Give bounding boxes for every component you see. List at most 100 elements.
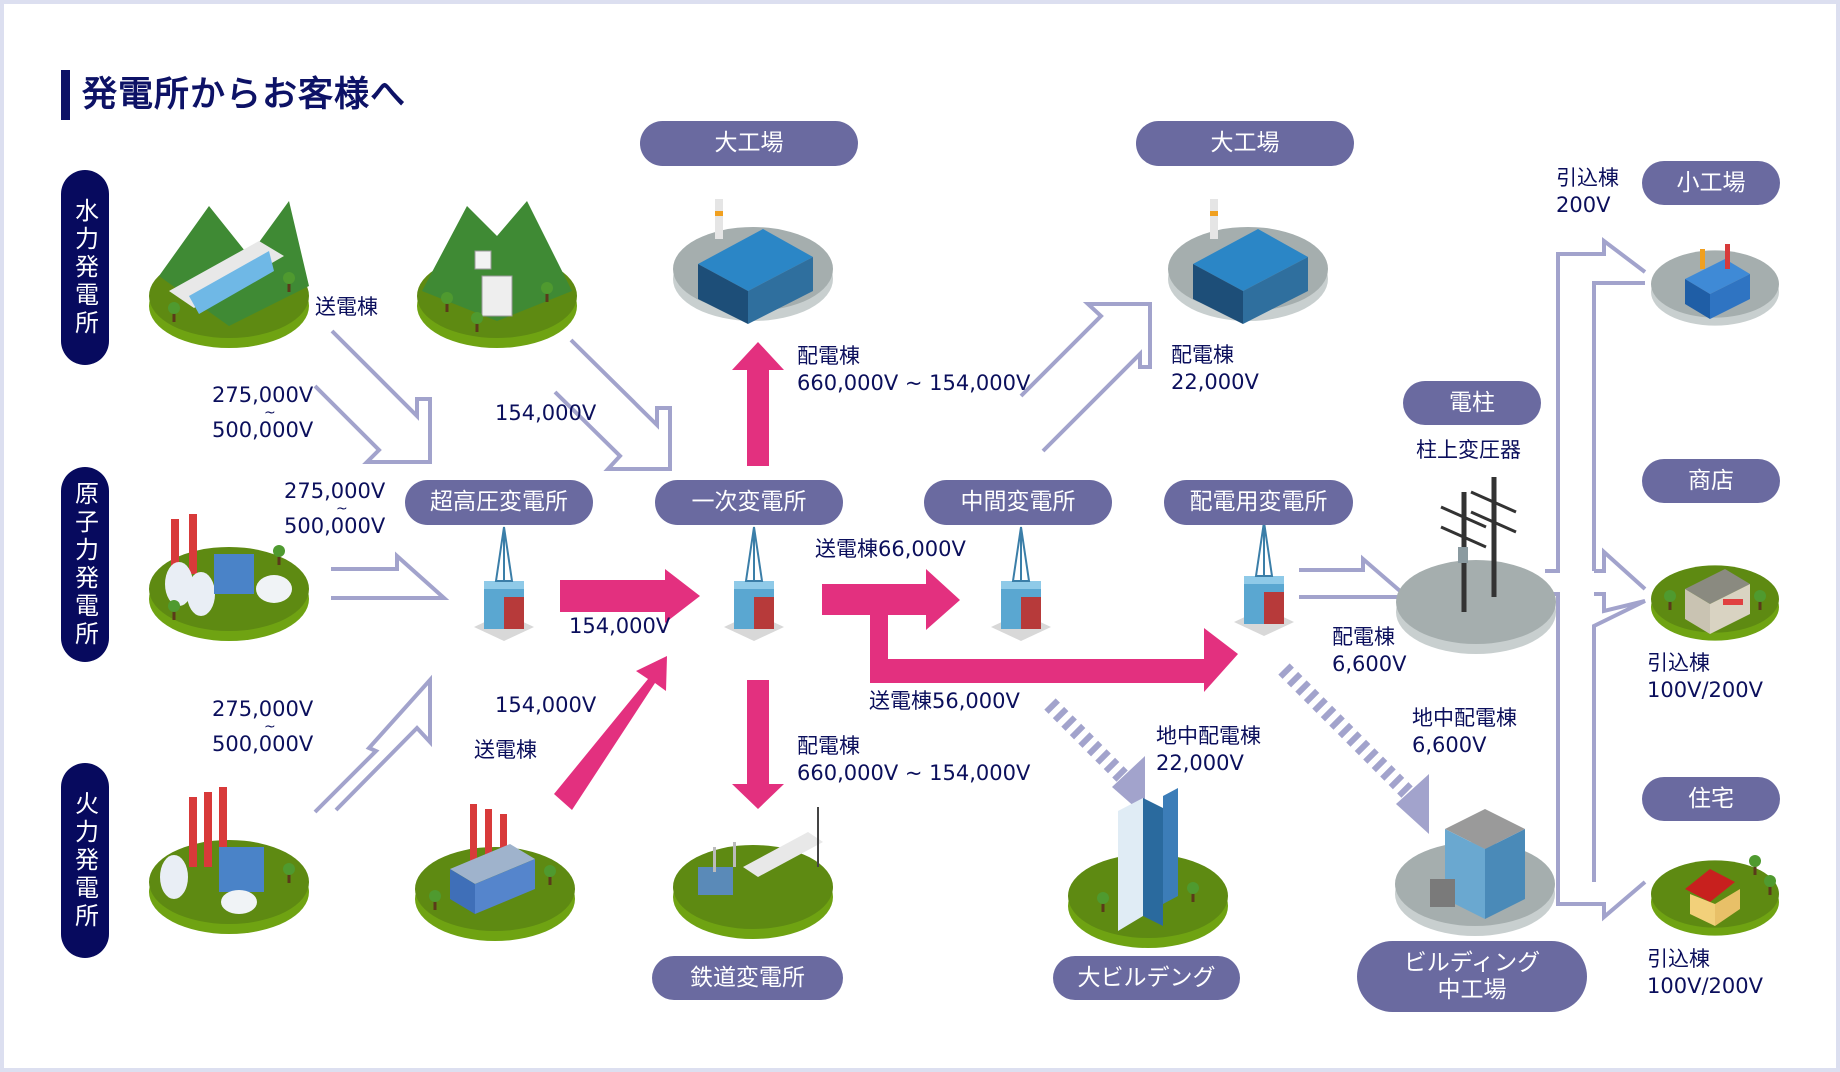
node-large-building: 大ビルデング [1053,956,1240,1000]
line-name: 地中配電棟 [1156,724,1261,748]
connector-branch-shop-top [1594,547,1647,591]
voltage: 22,000V [1156,751,1244,775]
label-primary-to-factory: 配電棟 660,000V ~ 154,000V [797,343,1030,397]
node-railway-substation: 鉄道変電所 [652,956,843,1000]
label-pole-transformer: 柱上変圧器 [1416,438,1521,462]
house-illustration [1651,855,1779,936]
hydro-dam-illustration [149,201,309,348]
node-distribution-substation: 配電用変電所 [1164,480,1353,525]
voltage-bottom: 500,000V [284,514,386,538]
voltage: 22,000V [1171,370,1259,394]
source-nuclear: 原子力発電所 [61,467,109,662]
voltage: 100V/200V [1647,974,1763,998]
voltage-top: 275,000V [284,479,386,503]
arrow-ultra-to-primary [560,569,700,623]
voltage-bottom: 500,000V [212,732,314,756]
arrow-distribution-to-pole [1299,554,1413,599]
line-name: 配電棟 [1332,625,1395,649]
shop-illustration [1651,565,1779,641]
voltage: 6,600V [1412,733,1487,757]
node-building-mid-factory-line1: ビルディング [1403,950,1541,977]
underground-midfactory-arrowhead [1396,774,1429,834]
nuclear-plant-illustration [149,514,309,641]
small-factory-illustration [1651,244,1779,326]
label-distribution-to-pole: 配電棟 6,600V [1332,624,1406,678]
connector-pole-upper [1545,236,1647,573]
connector-layer [313,236,1647,922]
line-name: 引込棟 [1556,166,1619,190]
connector-branch-shop-bottom [1592,592,1646,882]
node-ultra-high-substation: 超高圧変電所 [405,480,593,525]
underground-building-arrowhead [1112,756,1145,816]
page-title: 発電所からお客様へ [82,75,407,115]
label-underground-midfactory: 地中配電棟 6,600V [1412,705,1517,759]
railway-substation-illustration [673,807,833,939]
arrow-primary-to-rail [732,680,784,809]
arrow-thermal-to-ultra [313,674,432,814]
label-thermal-voltage: 275,000V ~ 500,000V [212,696,313,758]
node-house: 住宅 [1642,777,1780,821]
connector-pole-lower [1545,592,1647,922]
label-ultra-to-primary-voltage: 154,000V [569,614,671,638]
thermal-plant-illustration [149,787,309,934]
range-mark: ~ [264,405,276,421]
large-factory-2-illustration [1168,199,1328,324]
line-name: 地中配電棟 [1412,706,1517,730]
voltage-top: 275,000V [212,697,314,721]
large-building-illustration [1068,788,1228,948]
line-name: 配電棟 [1171,343,1234,367]
utility-pole-illustration [1396,477,1556,654]
label-nuclear-voltage: 275,000V ~ 500,000V [284,478,385,540]
arrow-thermal-to-primary [554,656,667,810]
voltage: 100V/200V [1647,678,1763,702]
mid-factory-building-illustration [1395,809,1555,936]
label-thermal2-voltage: 154,000V [495,693,597,717]
diagram-canvas: 発電所からお客様へ [4,4,1836,1068]
node-shop: 商店 [1642,459,1780,503]
arrow-nuclear-to-ultra [331,551,450,600]
label-to-intermediate: 送電棟66,000V [815,537,966,561]
arrow-hydro-to-ultra [313,329,432,464]
node-primary-substation: 一次変電所 [655,480,843,525]
label-hydro2-voltage: 154,000V [495,401,597,425]
ultra-substation-icon [473,526,535,642]
label-primary-to-rail: 配電棟 660,000V ~ 154,000V [797,733,1030,787]
voltage: 200V [1556,193,1611,217]
range-mark: ~ [264,719,276,735]
large-factory-1-illustration [673,199,833,324]
voltage-top: 275,000V [212,383,314,407]
label-hydro-voltage: 275,000V ~ 500,000V [212,382,313,444]
illustration-layer [149,199,1779,948]
arrow-intermediate-to-factory [1019,302,1152,453]
label-thermal2-line: 送電棟 [474,738,537,762]
line-name: 配電棟 [797,734,860,758]
primary-substation-icon [723,526,785,642]
intermediate-substation-icon [990,526,1052,642]
voltage: 660,000V ~ 154,000V [797,761,1031,785]
node-utility-pole: 電柱 [1403,381,1541,425]
source-hydro: 水力発電所 [61,170,109,365]
node-large-factory-2: 大工場 [1136,121,1354,166]
node-building-mid-factory-line2: 中工場 [1437,976,1507,1003]
label-underground-building: 地中配電棟 22,000V [1156,723,1261,777]
line-name: 配電棟 [797,344,860,368]
node-building-mid-factory: ビルディング 中工場 [1357,941,1587,1012]
title-accent-bar [61,70,70,120]
voltage-bottom: 500,000V [212,418,314,442]
label-hydro-line: 送電棟 [315,295,378,319]
label-house-service: 引込棟 100V/200V [1647,946,1763,1000]
label-intermediate-to-factory: 配電棟 22,000V [1171,342,1259,396]
thermal-plant-2-illustration [415,804,575,941]
arrow-to-intermediate [822,569,1238,692]
voltage: 6,600V [1332,652,1407,676]
arrow-primary-to-factory [732,342,784,466]
distribution-substation-icon [1233,521,1295,637]
source-thermal: 火力発電所 [61,763,109,958]
label-small-factory-service: 引込棟 200V [1556,165,1619,219]
node-intermediate-substation: 中間変電所 [924,480,1112,525]
line-name: 引込棟 [1647,947,1710,971]
node-large-factory-1: 大工場 [640,121,858,166]
line-name: 引込棟 [1647,651,1710,675]
node-small-factory: 小工場 [1642,161,1780,205]
label-to-distribution: 送電棟56,000V [869,689,1020,713]
